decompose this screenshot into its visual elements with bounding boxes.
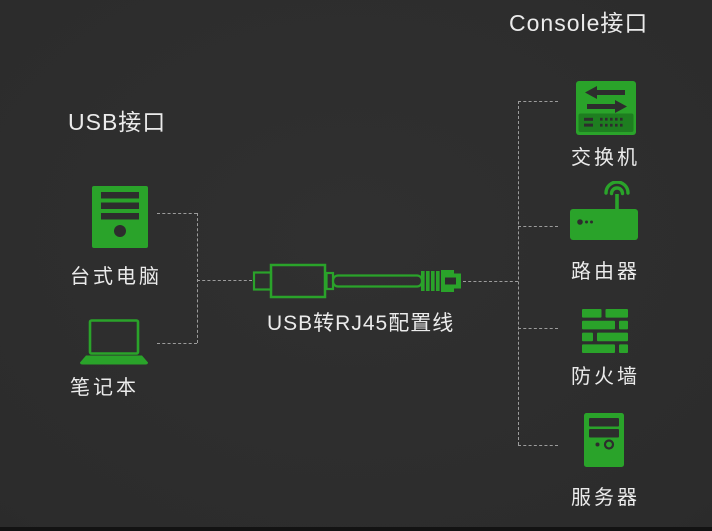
usb-side-title: USB接口	[68, 109, 167, 135]
connector-desktop-stub	[157, 213, 197, 214]
desktop-label: 台式电脑	[70, 266, 162, 288]
laptop-label: 笔记本	[70, 377, 139, 399]
network-switch-icon	[576, 81, 636, 135]
console-side-title: Console接口	[509, 10, 649, 36]
bottom-edge-strip	[0, 527, 712, 531]
server-label: 服务器	[571, 487, 640, 509]
usb-to-rj45-cable-icon	[252, 263, 461, 299]
connector-router-stub	[518, 226, 558, 227]
connector-firewall-stub	[518, 328, 558, 329]
wifi-router-icon	[570, 181, 638, 240]
connector-left-vertical	[197, 213, 198, 343]
firewall-label: 防火墙	[571, 366, 640, 388]
server-tower-icon	[584, 413, 624, 467]
connector-switch-stub	[518, 101, 558, 102]
cable-label: USB转RJ45配置线	[267, 312, 455, 335]
laptop-icon	[80, 319, 148, 365]
connector-left-to-cable	[197, 280, 252, 281]
desktop-tower-icon	[92, 186, 148, 248]
connector-server-stub	[518, 445, 558, 446]
firewall-brick-wall-icon	[582, 309, 628, 353]
connector-laptop-stub	[157, 343, 197, 344]
connector-right-vertical	[518, 101, 519, 445]
switch-label: 交换机	[571, 147, 640, 169]
router-label: 路由器	[571, 261, 640, 283]
connector-cable-to-right	[463, 281, 518, 282]
